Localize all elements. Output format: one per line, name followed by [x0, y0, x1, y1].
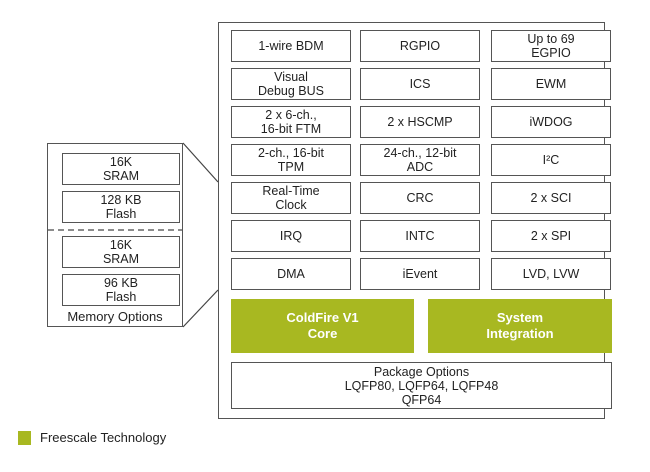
- peripheral-block: IRQ: [231, 220, 351, 252]
- peripheral-block: 2 x SCI: [491, 182, 611, 214]
- memory-a-flash: 128 KB Flash: [62, 191, 180, 223]
- peripheral-block: Visual Debug BUS: [231, 68, 351, 100]
- peripheral-block: 1-wire BDM: [231, 30, 351, 62]
- memory-options-label: Memory Options: [67, 309, 163, 324]
- system-integration-block: System Integration: [428, 299, 612, 353]
- legend-label: Freescale Technology: [40, 430, 167, 445]
- peripheral-block: I²C: [491, 144, 611, 176]
- memory-b-sram: 16K SRAM: [62, 236, 180, 268]
- peripheral-block: iEvent: [360, 258, 480, 290]
- peripheral-block: 2 x SPI: [491, 220, 611, 252]
- coldfire-core-block: ColdFire V1 Core: [231, 299, 414, 353]
- peripheral-block: 2 x 6-ch., 16-bit FTM: [231, 106, 351, 138]
- peripheral-block: Up to 69 EGPIO: [491, 30, 611, 62]
- peripheral-block: CRC: [360, 182, 480, 214]
- peripheral-block: INTC: [360, 220, 480, 252]
- memory-a-sram: 16K SRAM: [62, 153, 180, 185]
- peripheral-block: RGPIO: [360, 30, 480, 62]
- peripheral-block: 2 x HSCMP: [360, 106, 480, 138]
- peripheral-block: 2-ch., 16-bit TPM: [231, 144, 351, 176]
- memory-options-box: [47, 143, 183, 327]
- peripheral-block: 24-ch., 12-bit ADC: [360, 144, 480, 176]
- legend-swatch: [18, 431, 31, 445]
- memory-b-flash: 96 KB Flash: [62, 274, 180, 306]
- peripheral-block: DMA: [231, 258, 351, 290]
- peripheral-block: ICS: [360, 68, 480, 100]
- peripheral-block: EWM: [491, 68, 611, 100]
- peripheral-block: Real-Time Clock: [231, 182, 351, 214]
- peripheral-block: LVD, LVW: [491, 258, 611, 290]
- peripheral-block: iWDOG: [491, 106, 611, 138]
- package-options-block: Package Options LQFP80, LQFP64, LQFP48 Q…: [231, 362, 612, 409]
